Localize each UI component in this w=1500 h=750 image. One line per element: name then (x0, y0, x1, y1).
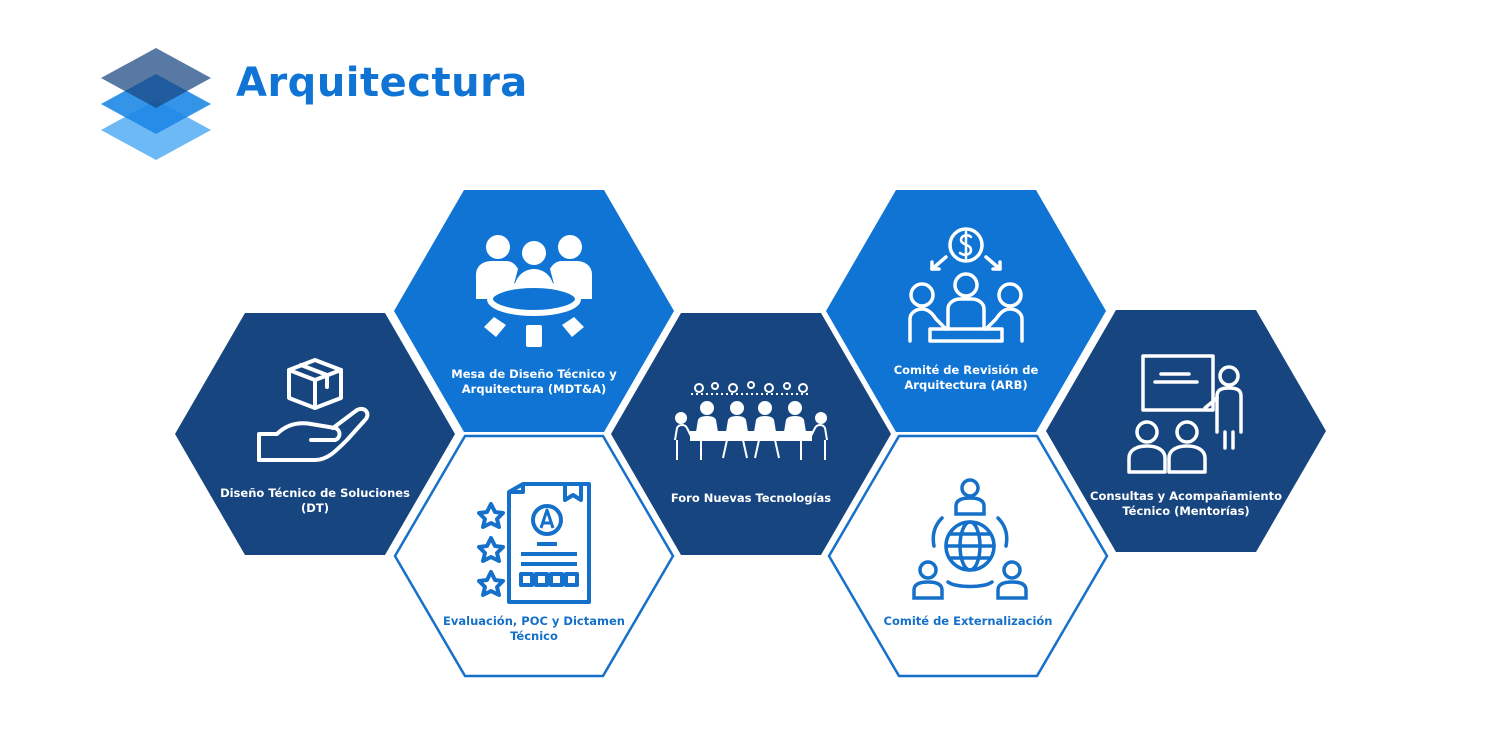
committee-budget-icon (908, 227, 1024, 343)
hex-mesa-diseno[interactable]: Mesa de Diseño Técnico y Arquitectura (M… (393, 189, 675, 433)
hex-label: Foro Nuevas Tecnologías (670, 491, 832, 505)
hex-label: Comité de Revisión de Arquitectura (ARB) (893, 363, 1039, 392)
hex-label: Consultas y Acompañamiento Técnico (Ment… (1090, 489, 1282, 518)
graded-document-stars-icon (477, 482, 591, 604)
hand-holding-box-icon (257, 358, 370, 462)
team-meeting-table-icon (674, 381, 828, 460)
hex-comite-revision-arquitectura[interactable]: Comité de Revisión de Arquitectura (ARB) (825, 189, 1107, 433)
hex-comite-externalizacion[interactable]: Comité de Externalización (827, 434, 1109, 678)
hex-label: Comité de Externalización (883, 614, 1053, 628)
hex-label: Evaluación, POC y Dictamen Técnico (443, 614, 625, 643)
header: Arquitectura (96, 42, 616, 172)
hex-diseno-tecnico[interactable]: Diseño Técnico de Soluciones (DT) (174, 312, 456, 556)
hex-consultas-mentorias[interactable]: Consultas y Acompañamiento Técnico (Ment… (1045, 309, 1327, 553)
round-table-meeting-icon (476, 235, 592, 347)
hex-foro-nuevas-tecnologias[interactable]: Foro Nuevas Tecnologías (610, 312, 892, 556)
hex-label: Mesa de Diseño Técnico y Arquitectura (M… (451, 367, 617, 396)
layers-icon (101, 48, 211, 160)
hex-label: Diseño Técnico de Soluciones (DT) (220, 486, 410, 515)
mentor-presentation-icon (1127, 354, 1243, 474)
global-network-people-icon (912, 478, 1028, 600)
hex-evaluacion-poc[interactable]: Evaluación, POC y Dictamen Técnico (393, 434, 675, 678)
page-title: Arquitectura (236, 60, 528, 106)
